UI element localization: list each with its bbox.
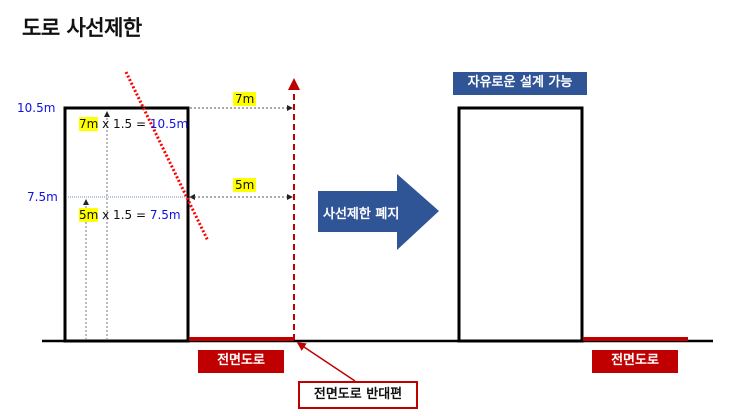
right-road-label: 전면도로 <box>592 350 678 373</box>
free-design-label: 자유로운 설계 가능 <box>453 72 587 95</box>
calc-upper: 7m x 1.5 = 10.5m <box>79 117 189 131</box>
arrow-shape <box>318 174 439 250</box>
dim-upper: 7m <box>233 92 257 106</box>
page-title: 도로 사선제한 <box>22 16 142 40</box>
slope-line <box>124 71 210 242</box>
left-building <box>63 106 190 343</box>
arrow-label: 사선제한 폐지 <box>323 207 400 222</box>
calc-lower: 5m x 1.5 = 7.5m <box>79 208 181 222</box>
dim-lower: 5m <box>233 178 257 192</box>
opposite-road-label: 전면도로 반대편 <box>298 381 418 409</box>
level-label-lower: 7.5m <box>27 190 58 204</box>
level-label-upper: 10.5m <box>17 101 56 115</box>
left-road-label: 전면도로 <box>198 350 284 373</box>
right-building <box>457 106 584 343</box>
